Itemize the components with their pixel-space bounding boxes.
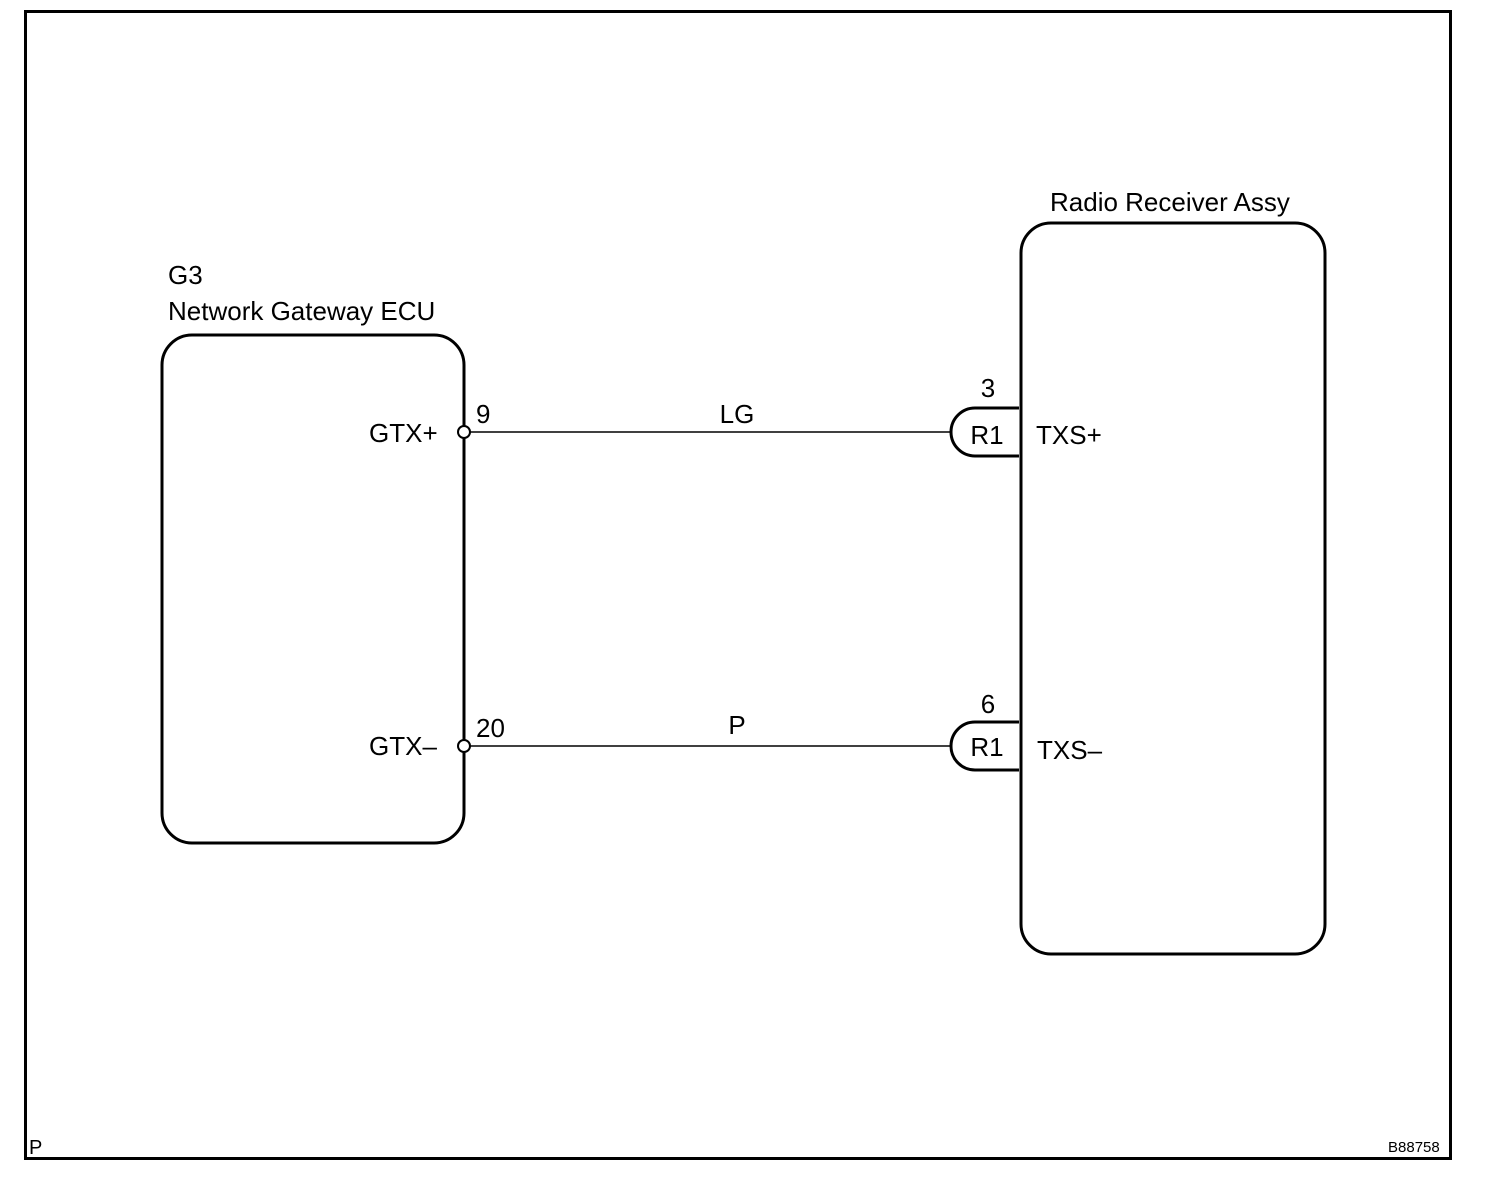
footer-left-mark: P <box>29 1137 43 1159</box>
ecu-signal-gtx-plus: GTX+ <box>369 418 438 448</box>
receiver-signal-txs-plus: TXS+ <box>1036 420 1102 450</box>
receiver-box <box>1019 221 1327 956</box>
ecu-signal-gtx-minus: GTX– <box>369 731 437 761</box>
wire-color-p: P <box>728 710 746 740</box>
connector-r1-bottom <box>949 720 1019 772</box>
diagram-frame <box>24 10 1452 1160</box>
receiver-signal-txs-minus: TXS– <box>1037 735 1103 765</box>
ecu-terminal-20 <box>457 739 471 753</box>
wire-color-lg: LG <box>719 399 755 429</box>
connector-r1-top <box>949 406 1019 458</box>
ecu-box <box>160 333 466 845</box>
ecu-name-label: Network Gateway ECU <box>168 296 436 326</box>
ecu-pin-number-20: 20 <box>476 713 505 743</box>
ecu-pin-number-9: 9 <box>476 399 491 429</box>
connector-r1-top-label: R1 <box>970 420 1004 450</box>
figure-code: B88758 <box>1388 1139 1440 1156</box>
receiver-pin-number-6: 6 <box>980 689 996 719</box>
ecu-terminal-9 <box>457 425 471 439</box>
receiver-pin-number-3: 3 <box>980 373 996 403</box>
receiver-name-label: Radio Receiver Assy <box>1050 187 1290 217</box>
ecu-code-label: G3 <box>168 260 203 290</box>
connector-r1-bottom-label: R1 <box>970 732 1004 762</box>
